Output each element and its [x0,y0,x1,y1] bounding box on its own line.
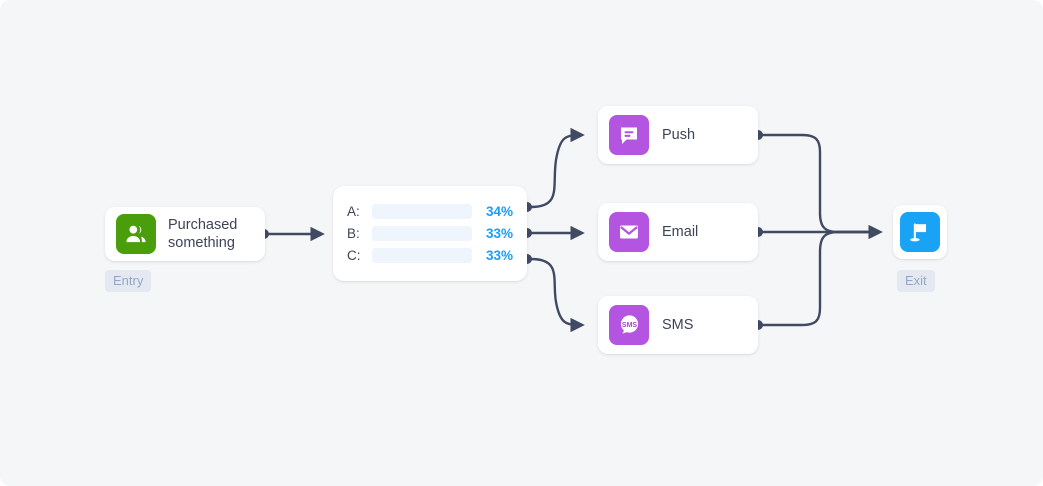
sms-bubble-icon: SMS [609,305,649,345]
email-node-label: Email [662,223,699,240]
wire-split-b-to-email [522,225,585,241]
wire-sms-to-exit [753,230,880,330]
split-key: C: [347,248,361,263]
wire-email-to-exit [753,224,883,240]
split-node[interactable]: A: 34% B: 33% C: 33% [333,186,527,281]
split-key: A: [347,204,360,219]
split-row[interactable]: A: 34% [347,204,513,219]
envelope-icon [609,212,649,252]
split-bar-track [372,248,472,263]
exit-node[interactable] [893,205,947,259]
wire-split-c-to-sms [522,254,585,333]
split-row[interactable]: B: 33% [347,226,513,241]
split-percent: 34% [485,204,513,219]
wire-push-to-exit [753,130,880,234]
entry-node[interactable]: Purchased something [105,207,265,261]
wire-split-a-to-push [522,127,585,212]
svg-text:SMS: SMS [622,322,638,329]
split-bar-track [372,204,472,219]
users-icon [116,214,156,254]
flag-icon [900,212,940,252]
split-bar-track [372,226,472,241]
split-row[interactable]: C: 33% [347,248,513,263]
wire-entry-to-split [259,226,325,242]
email-node[interactable]: Email [598,203,758,261]
split-percent: 33% [485,226,513,241]
entry-node-label: Purchased something [168,216,238,251]
push-node[interactable]: Push [598,106,758,164]
entry-badge: Entry [105,270,152,292]
sms-node-label: SMS [662,316,694,333]
push-message-icon [609,115,649,155]
split-percent: 33% [485,248,513,263]
push-node-label: Push [662,126,696,143]
exit-badge: Exit [897,270,935,292]
sms-node[interactable]: SMS SMS [598,296,758,354]
split-key: B: [347,226,360,241]
